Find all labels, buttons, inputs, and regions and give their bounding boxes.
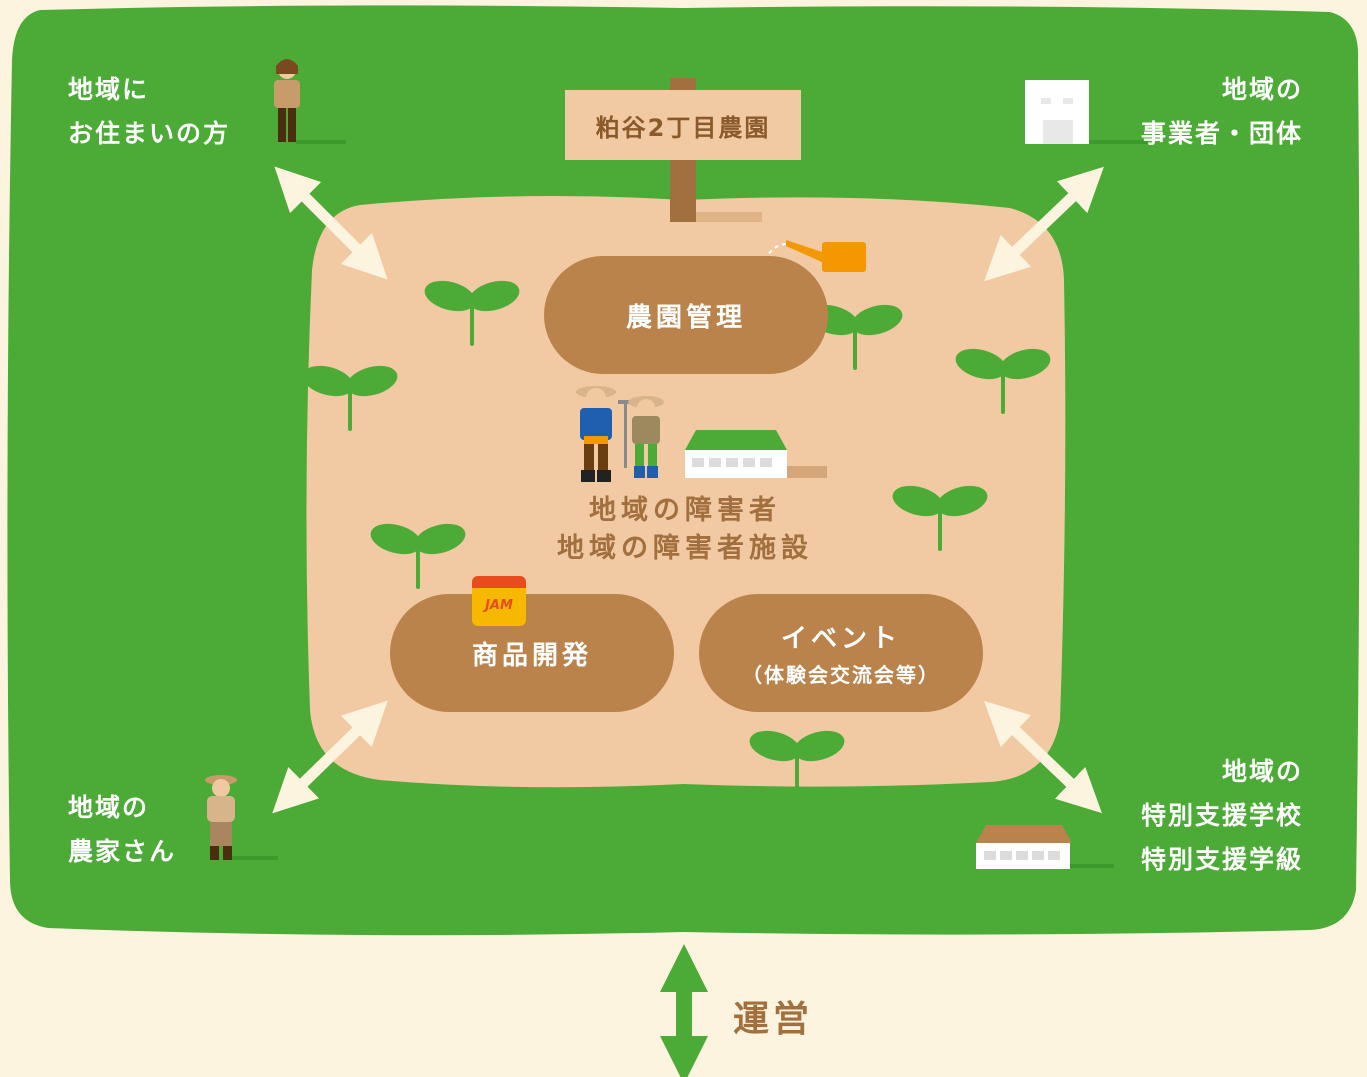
label-residents: 地域に お住まいの方	[68, 68, 230, 156]
center-label: 地域の障害者 地域の障害者施設	[520, 492, 850, 568]
label-schools: 地域の 特別支援学校 特別支援学級	[1141, 750, 1303, 882]
label-schools-line1: 地域の	[1221, 757, 1303, 786]
office-building-icon	[1025, 80, 1149, 144]
operation-label: 運営	[733, 999, 814, 1040]
pill-event-title: イベント	[780, 624, 901, 654]
facility-building-icon	[685, 430, 827, 478]
farm-workers-icon	[576, 386, 664, 482]
jam-jar-label: JAM	[485, 598, 513, 613]
pill-event-detail: （体験会交流会等）	[742, 663, 940, 687]
label-farmers-line2: 農家さん	[68, 837, 177, 866]
farmer-person-icon	[205, 775, 278, 860]
center-label-line2: 地域の障害者施設	[557, 533, 813, 564]
arrow-businesses	[984, 166, 1104, 282]
label-schools-line3: 特別支援学級	[1140, 845, 1303, 874]
jam-jar-icon: JAM	[472, 576, 526, 626]
school-building-icon	[976, 825, 1114, 869]
pill-farm-management-label: 農園管理	[625, 302, 746, 333]
label-residents-line1: 地域に	[68, 75, 150, 104]
center-label-line1: 地域の障害者	[589, 495, 781, 526]
label-businesses-line1: 地域の	[1221, 75, 1303, 104]
arrow-schools	[984, 700, 1102, 814]
sprout-icons	[302, 280, 1051, 796]
farm-sign: 粕谷2丁目農園	[565, 90, 801, 160]
pill-event: イベント （体験会交流会等）	[699, 594, 983, 712]
label-residents-line2: お住まいの方	[68, 119, 231, 148]
resident-person-icon	[274, 59, 346, 144]
label-farmers-line1: 地域の	[68, 793, 150, 822]
label-businesses: 地域の 事業者・団体	[1141, 68, 1303, 156]
arrow-residents	[274, 166, 388, 280]
label-schools-line2: 特別支援学校	[1140, 801, 1303, 830]
pill-product-development: 商品開発	[390, 594, 674, 712]
arrow-farmers	[272, 700, 388, 814]
pill-farm-management: 農園管理	[544, 256, 828, 374]
label-farmers: 地域の 農家さん	[68, 786, 176, 874]
label-businesses-line2: 事業者・団体	[1140, 119, 1303, 148]
pill-product-development-label: 商品開発	[471, 640, 592, 671]
